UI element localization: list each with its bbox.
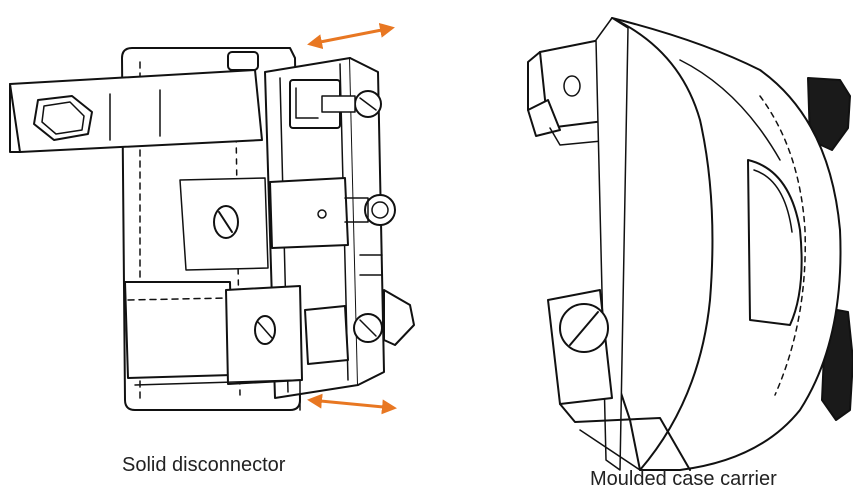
bottom-movement-arrow [307, 393, 397, 415]
top-movement-arrow [307, 22, 395, 50]
bottom-clamp-bar [124, 281, 233, 379]
solid-disconnector-illustration [9, 47, 415, 411]
moulded-case-carrier-illustration [527, 17, 853, 471]
carrier-window [747, 159, 803, 326]
middle-terminal [269, 177, 349, 249]
solid-disconnector-caption: Solid disconnector [122, 454, 286, 476]
moulded-case-carrier-caption: Moulded case carrier [590, 468, 777, 490]
